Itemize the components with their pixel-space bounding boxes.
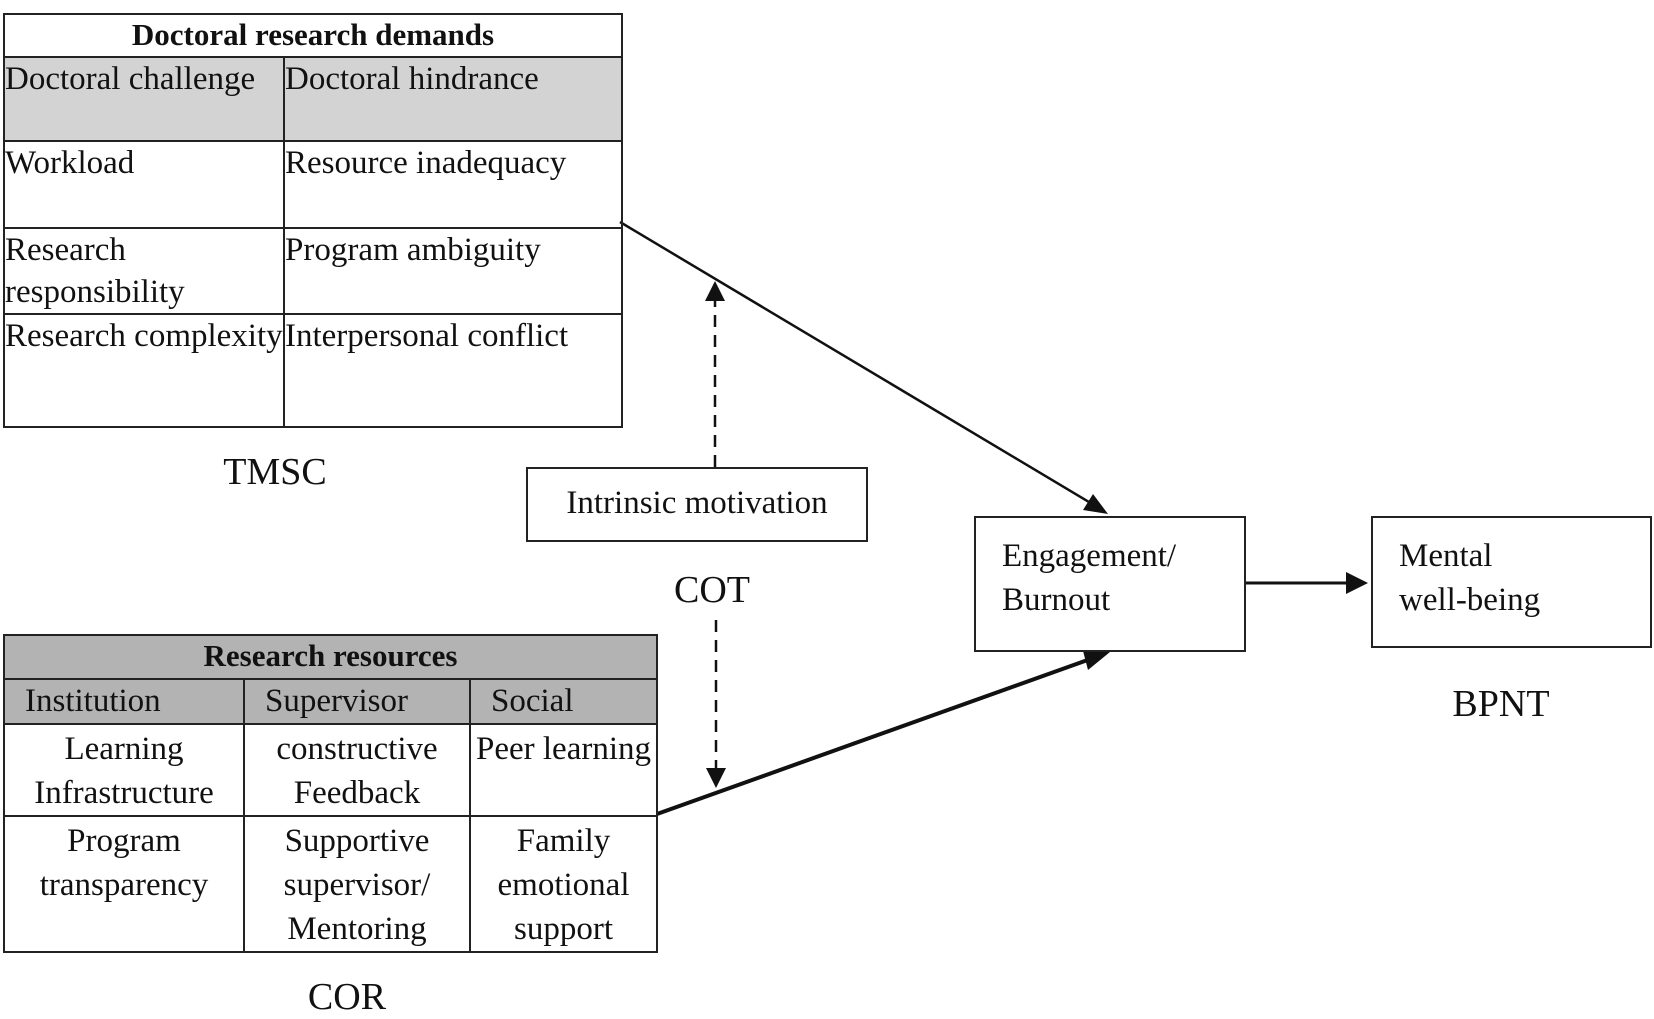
engagement-label: Engagement/ [1002, 538, 1177, 574]
resources-to-engagement-arrow [656, 655, 1097, 816]
resources-table: Research resources Institution Superviso… [2, 634, 659, 953]
demands-arrowhead [1083, 494, 1108, 514]
wellbeing-arrowhead [1346, 572, 1368, 594]
mental-label: Mental [1399, 538, 1493, 574]
demands-to-engagement-arrow [619, 220, 1105, 513]
cor-label: COR [307, 976, 387, 1018]
header-doctoral-challenge: Doctoral challenge [3, 56, 285, 142]
table-cell: Learning Infrastructure [3, 723, 245, 817]
resources-arrowhead [1082, 647, 1110, 670]
header-doctoral-hindrance: Doctoral hindrance [282, 56, 624, 142]
table-cell: Interpersonal conflict [282, 313, 624, 428]
intrinsic-motivation-label: Intrinsic motivation [566, 485, 828, 521]
header-institution: Institution [3, 678, 245, 725]
table-cell: constructive Feedback [243, 723, 471, 817]
table-cell: Peer learning [468, 723, 659, 817]
table-cell: Program ambiguity [282, 227, 624, 315]
table-cell: Research responsibility [3, 227, 285, 315]
moderator-down-arrowhead [706, 768, 726, 788]
demands-table-title: Doctoral research demands [2, 13, 624, 58]
header-social: Social [468, 678, 659, 725]
table-cell: Program transparency [3, 815, 245, 953]
burnout-label: Burnout [1002, 582, 1111, 618]
table-cell: Resource inadequacy [282, 140, 624, 229]
cot-label: COT [674, 569, 750, 611]
table-cell: Supportive supervisor/ Mentoring [243, 815, 471, 953]
demands-table: Doctoral research demands Doctoral chall… [2, 13, 624, 428]
bpnt-label: BPNT [1452, 683, 1550, 725]
header-supervisor: Supervisor [243, 678, 471, 725]
moderator-up-arrowhead [705, 281, 725, 301]
mental-wellbeing-box: Mental well-being [1371, 516, 1652, 648]
table-cell: Research complexity [3, 313, 285, 428]
resources-table-title: Research resources [2, 634, 659, 680]
table-cell: Workload [3, 140, 285, 229]
table-cell: Family emotional support [468, 815, 659, 953]
engagement-burnout-box: Engagement/ Burnout [974, 516, 1246, 652]
wellbeing-label: well-being [1399, 582, 1541, 618]
tmsc-label: TMSC [223, 451, 327, 493]
intrinsic-motivation-box: Intrinsic motivation [526, 467, 868, 542]
